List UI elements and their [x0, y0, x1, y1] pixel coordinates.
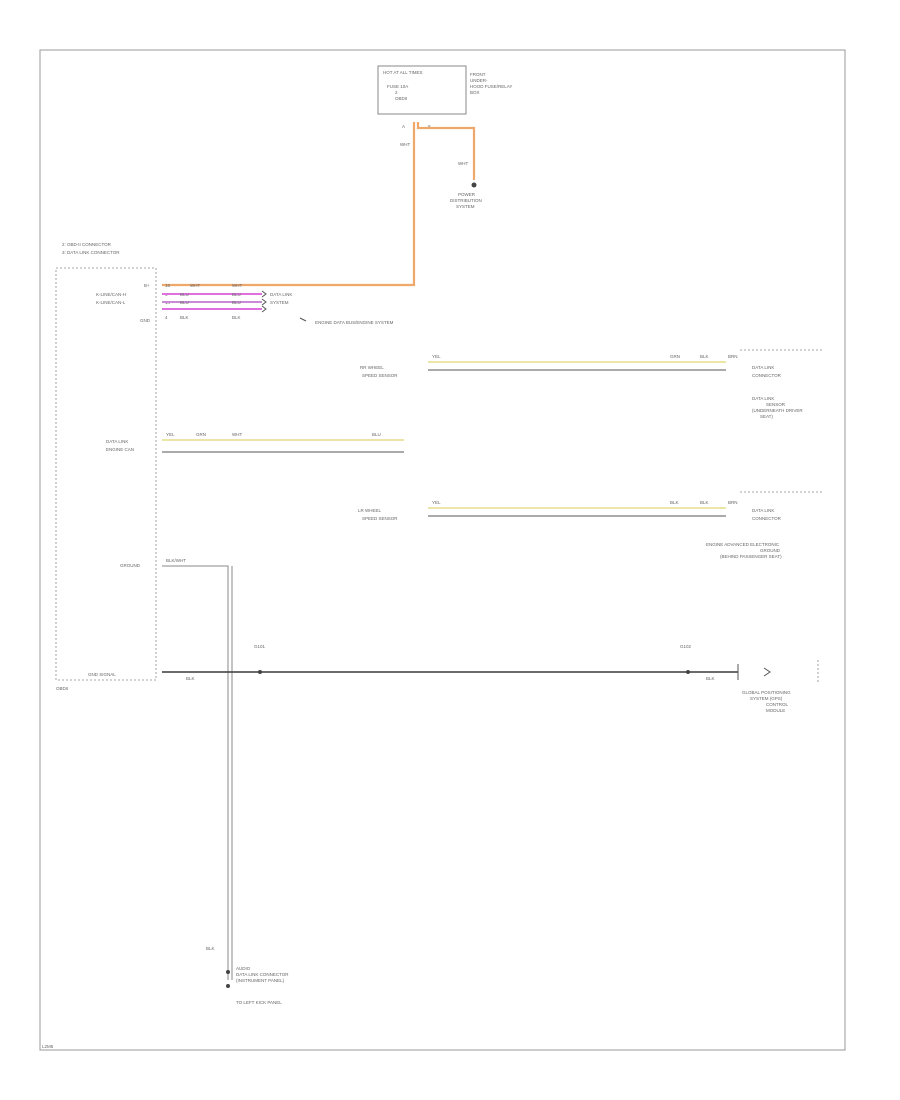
wire-label-4: BLU	[232, 292, 241, 297]
middle-label-2: ENGINE CAN	[106, 447, 134, 452]
ground-strap: GROUND BLK/WHT BLK AUDIO DATA LINK CONNE…	[120, 558, 289, 1005]
middle-bus: DATA LINK ENGINE CAN YEL GRN WHT BLU	[106, 432, 404, 453]
wire-label-6: BLU	[232, 300, 241, 305]
diagram-frame	[39, 49, 846, 1051]
power-dist-label-2: DISTRIBUTION	[450, 198, 482, 203]
middle-wire-1: YEL	[166, 432, 175, 437]
top-module-line-1: FUSE 10A	[387, 84, 408, 89]
ground-wire-label: BLK/WHT	[166, 558, 186, 563]
splice-g101: G101	[254, 644, 266, 649]
power-dist-wire-label: WHT	[458, 161, 468, 166]
ground-left-label: GROUND	[120, 563, 141, 568]
rg1-wire-1: YEL	[432, 354, 441, 359]
top-module-desc-4: BOX	[470, 90, 480, 95]
gnd-wire-label: BLK	[186, 676, 195, 681]
power-splice	[471, 182, 477, 188]
rg2-wire-2: BLK	[670, 500, 679, 505]
rg1-wire-2: GRN	[670, 354, 680, 359]
rg2-desc-3: (BEHIND PASSENGER SEAT)	[720, 554, 782, 559]
bottom-label-3: (INSTRUMENT PANEL)	[236, 978, 285, 983]
wire-label-8: BLK	[232, 315, 241, 320]
rg2-wire-4: BRN	[728, 500, 738, 505]
rg1-desc-4: SEAT)	[760, 414, 773, 419]
top-module-desc-2: UNDER-	[470, 78, 488, 83]
data-link-label-2: SYSTEM	[270, 300, 289, 305]
gps-label-4: MODULE	[766, 708, 785, 713]
left-header-1: 2: OBD-II CONNECTOR	[62, 242, 112, 247]
power-wire-orange	[162, 122, 416, 287]
data-link-sub: ENGINE DATA BUS/ENGINE SYSTEM	[315, 320, 394, 325]
row-pin-16: 16	[165, 283, 171, 288]
left-footer: OBDII	[56, 686, 68, 691]
magenta-arrows	[261, 290, 267, 313]
top-module-pin-8: 8	[428, 124, 431, 129]
bottom-ref: TO LEFT KICK PANEL	[236, 1000, 282, 1005]
rg2-right-1: DATA LINK	[752, 508, 774, 513]
middle-wire-2: GRN	[196, 432, 206, 437]
wire-label-2: WHT	[232, 283, 242, 288]
top-fuse-module: HOT AT ALL TIMES FUSE 10A 2 OBDII FRONT …	[377, 65, 512, 129]
rg2-desc-1: ENGINE ADVANCED ELECTRONIC	[706, 542, 780, 547]
right-group-2: LR WHEEL SPEED SENSOR YEL BLK BLK BRN DA…	[358, 491, 822, 559]
power-wire-label: WHT	[400, 142, 410, 147]
gnd-left-label: GND SIGNAL	[88, 672, 116, 677]
gnd-wire-right: BLK	[706, 676, 715, 681]
gps-label-2: SYSTEM (GPS)	[750, 696, 783, 701]
top-module-pin-a: A	[402, 124, 405, 129]
row-label-gnd: GND	[140, 318, 151, 323]
rg2-desc-2: GROUND	[760, 548, 781, 553]
bottom-label-2: DATA LINK CONNECTOR	[236, 972, 289, 977]
rg1-right-1: DATA LINK	[752, 365, 774, 370]
top-module-title: HOT AT ALL TIMES	[383, 70, 423, 75]
rg1-left-2: SPEED SENSOR	[362, 373, 398, 378]
top-module-line-2: 2	[395, 90, 398, 95]
rg1-wire-3: BLK	[700, 354, 709, 359]
left-obd-module: 2: OBD-II CONNECTOR 3: DATA LINK CONNECT…	[55, 242, 171, 691]
middle-wire-3: WHT	[232, 432, 242, 437]
row-label-can-l: K-LINE/CAN-L	[96, 300, 126, 305]
wire-label-3: BLU	[180, 292, 189, 297]
row-label-can-h: K-LINE/CAN-H	[96, 292, 126, 297]
middle-label-1: DATA LINK	[106, 439, 128, 444]
page-ref: L2M5	[42, 1044, 54, 1049]
power-branch-orange	[416, 122, 476, 180]
rg2-right-2: CONNECTOR	[752, 516, 782, 521]
splice-g102: G102	[680, 644, 692, 649]
bottom-wire: BLK	[206, 946, 215, 951]
top-module-desc-3: HOOD FUSE/RELAY	[470, 84, 512, 89]
rg1-wire-4: BRN	[728, 354, 738, 359]
rg2-wire-3: BLK	[700, 500, 709, 505]
middle-wire-4: BLU	[372, 432, 381, 437]
power-dist-label-3: SYSTEM	[456, 204, 475, 209]
data-link-label-1: DATA LINK	[270, 292, 292, 297]
row-pin-4: 4	[165, 315, 168, 320]
rg1-right-2: CONNECTOR	[752, 373, 782, 378]
rg1-desc-1: DATA LINK	[752, 396, 774, 401]
bottom-label-1: AUDIO	[236, 966, 251, 971]
wire-label-7: BLK	[180, 315, 189, 320]
right-group-1: RR WHEEL SPEED SENSOR YEL GRN BLK BRN DA…	[360, 349, 822, 419]
top-module-line-3: OBDII	[395, 96, 407, 101]
top-module-desc-1: FRONT	[470, 72, 486, 77]
rg2-left-1: LR WHEEL	[358, 508, 382, 513]
wire-label-1: WHT	[190, 283, 200, 288]
row-label-bplus: B+	[144, 283, 150, 288]
ground-bus: GND SIGNAL BLK G101 G102 BLK GLOBAL POSI…	[88, 644, 819, 713]
rg2-left-2: SPEED SENSOR	[362, 516, 398, 521]
gps-label-1: GLOBAL POSITIONING	[742, 690, 791, 695]
rg2-wire-1: YEL	[432, 500, 441, 505]
rg1-left-1: RR WHEEL	[360, 365, 384, 370]
rg1-desc-3: (UNDERNEATH DRIVER	[752, 408, 803, 413]
gps-label-3: CONTROL	[766, 702, 788, 707]
left-header-2: 3: DATA LINK CONNECTOR	[62, 250, 120, 255]
power-dist-label-1: POWER	[458, 192, 476, 197]
gnd-arrow	[299, 317, 307, 322]
wire-label-5: BLU	[180, 300, 189, 305]
rg1-desc-2: SENSOR	[766, 402, 786, 407]
